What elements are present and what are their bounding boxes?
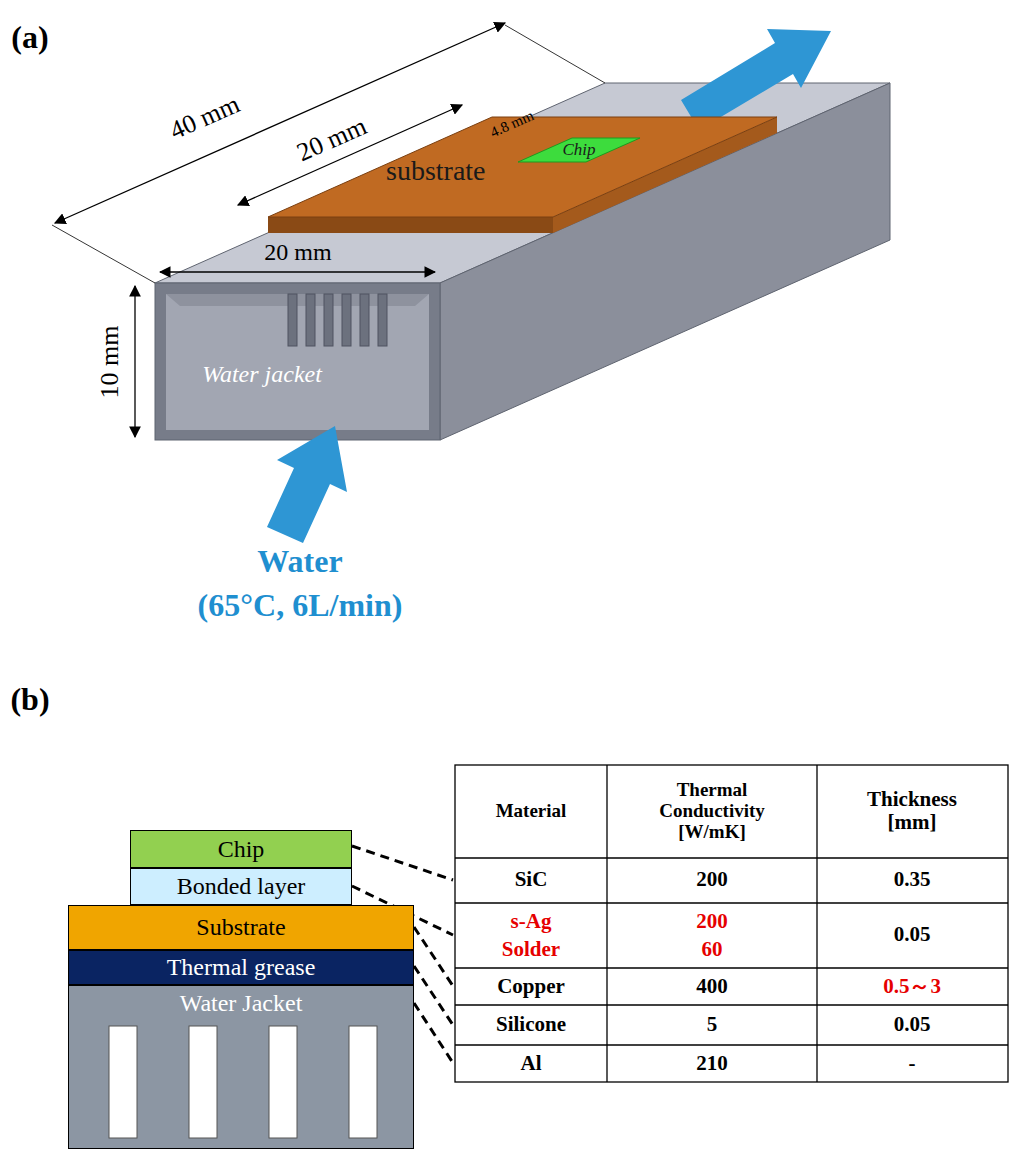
node-label: Thermal grease xyxy=(167,954,316,981)
panel-letter: (b) xyxy=(10,682,49,717)
table-cell: 0.05 xyxy=(894,923,931,946)
table-cell: 200 xyxy=(696,868,728,891)
dimension: 10 mm xyxy=(96,326,125,399)
node-label: substrate xyxy=(386,155,486,187)
flow-label: (65°C, 6L/min) xyxy=(198,588,403,623)
table-cell: 0.35 xyxy=(894,868,931,891)
dimension: 20 mm xyxy=(293,112,371,168)
table-cell: SiC xyxy=(515,868,548,891)
table-cell: 210 xyxy=(696,1052,728,1075)
table-grid xyxy=(455,765,1008,1082)
node-label: Chip xyxy=(562,140,595,160)
part-name: Water jacket xyxy=(202,361,322,387)
water-jacket-layer: Water Jacket xyxy=(68,985,414,1149)
chip-layer: Chip xyxy=(130,830,352,868)
flow-arrows xyxy=(267,29,831,543)
substrate-layer: Substrate xyxy=(68,905,414,950)
table-cell: s-Ag xyxy=(511,910,552,933)
dimension: 20 mm xyxy=(264,239,331,265)
table-header: Thermal Conductivity [W/mK] xyxy=(637,780,787,843)
table-cell: 0.5～3 xyxy=(883,975,941,998)
node-label: Chip xyxy=(218,836,265,863)
table-cell: - xyxy=(909,1052,916,1075)
water-jacket-3d xyxy=(155,83,890,440)
table-cell: 200 xyxy=(696,910,728,933)
dimension: 40 mm xyxy=(166,90,244,146)
table-cell: 400 xyxy=(696,975,728,998)
fins xyxy=(288,294,387,346)
table-cell: Al xyxy=(521,1052,542,1075)
node-label: Water Jacket xyxy=(180,990,303,1017)
node-label: Substrate xyxy=(196,914,285,941)
panel-letter: (a) xyxy=(11,20,48,55)
dimension-lines xyxy=(52,23,605,437)
node-label: Bonded layer xyxy=(177,873,306,900)
bonded-layer: Bonded layer xyxy=(130,868,352,905)
table-header: Thickness [mm] xyxy=(852,788,972,834)
flow-label: Water xyxy=(257,544,342,579)
table-cell: Solder xyxy=(502,938,560,961)
table-cell: Silicone xyxy=(496,1013,566,1036)
table-cell: 5 xyxy=(707,1013,718,1036)
thermal-grease-layer: Thermal grease xyxy=(68,950,414,985)
table-header: Material xyxy=(496,801,567,822)
table-cell: 60 xyxy=(702,938,723,961)
table-cell: Copper xyxy=(497,975,565,998)
chip-die: Chip xyxy=(518,138,640,162)
table-cell: 0.05 xyxy=(894,1013,931,1036)
